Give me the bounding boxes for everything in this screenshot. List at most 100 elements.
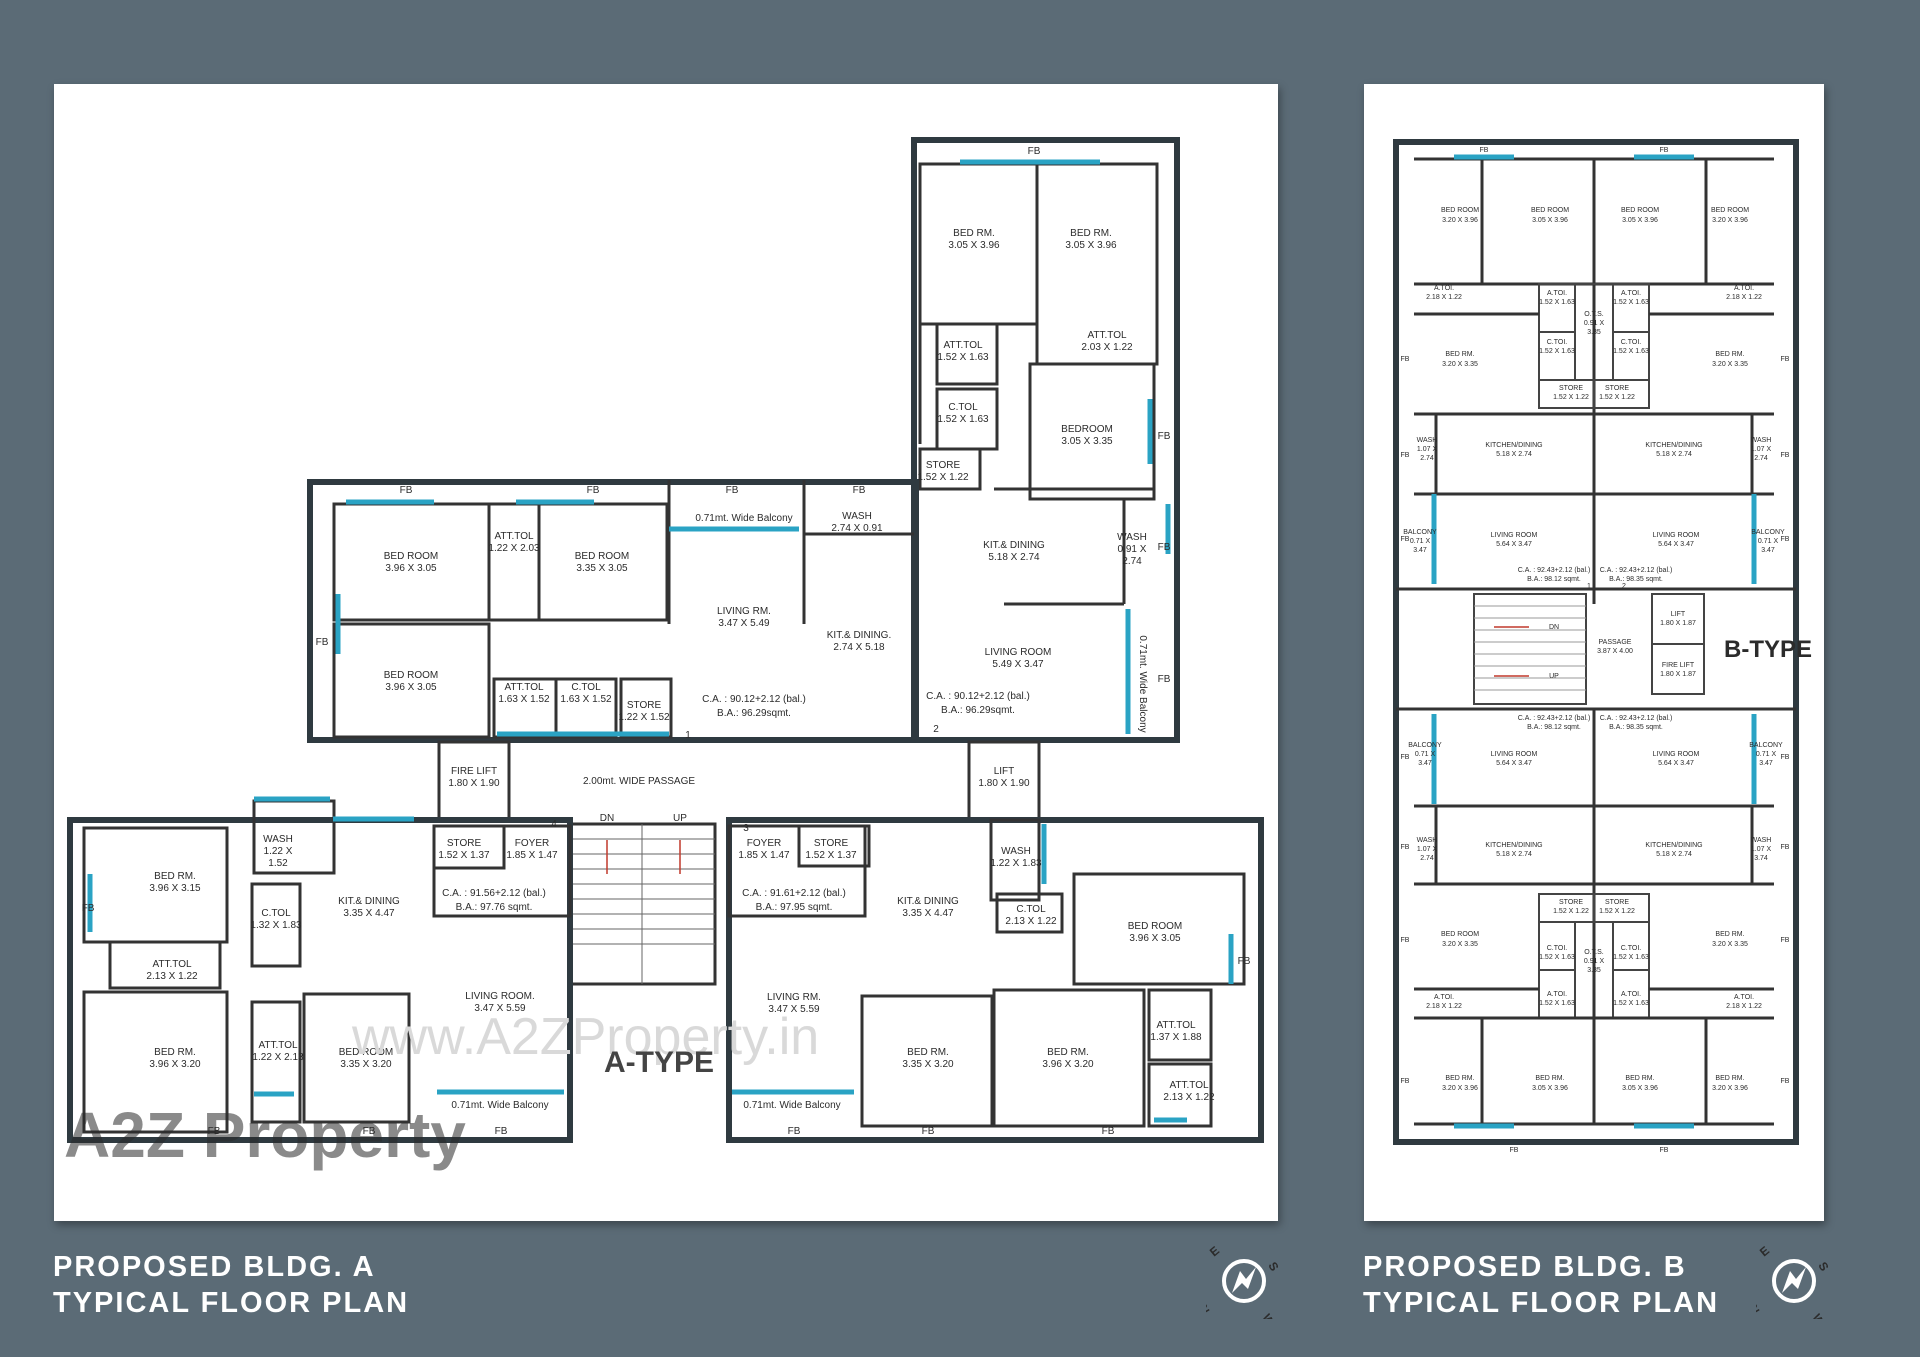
built-area: B.A.: 96.29sqmt. <box>941 705 1015 716</box>
fb-label: FB <box>1158 542 1171 553</box>
down-label: DN <box>1549 624 1559 631</box>
room-name: BED ROOM <box>1531 207 1569 214</box>
room-size: 3.20 X 3.96 <box>1442 217 1478 224</box>
room-name: STORE <box>1605 899 1629 906</box>
room-name: BALCONY <box>1408 742 1442 749</box>
room-name: ATT.TOL <box>152 959 192 970</box>
room-name: BED RM. <box>1715 351 1744 358</box>
room-name: BED ROOM <box>1441 207 1479 214</box>
room-name: BALCONY <box>1751 529 1785 536</box>
building-b-outline <box>1393 139 1799 1145</box>
room-size: 1.22 X 2.13 <box>252 1052 304 1063</box>
room-name: BED ROOM <box>1128 921 1182 932</box>
unit-number: 1 <box>685 730 691 741</box>
room-size: 1.85 X 1.47 <box>506 850 558 861</box>
room-name: BED ROOM <box>384 551 438 562</box>
room-name: BALCONY <box>1749 742 1783 749</box>
room-size: 5.64 X 3.47 <box>1496 760 1532 767</box>
fb-label: FB <box>1480 147 1489 154</box>
room-size: 1.85 X 1.47 <box>738 850 790 861</box>
room-size: 1.63 X 1.52 <box>560 694 612 705</box>
fb-label: FB <box>1781 452 1790 459</box>
lift-shaft <box>1651 593 1705 645</box>
fb-label: FB <box>363 1126 376 1137</box>
room-name: KIT.& DINING <box>897 896 959 907</box>
room-size: 0.91 X <box>1118 544 1147 555</box>
fire-lift-shaft <box>1651 643 1705 695</box>
room-name: BEDROOM <box>1061 424 1113 435</box>
room-name: BED RM. <box>953 228 995 239</box>
room-size: 2.13 X 1.22 <box>1005 916 1057 927</box>
room-name: ATT.TOL <box>1156 1020 1196 1031</box>
room-size: 3.47 <box>1759 760 1773 767</box>
compass-e: E <box>1757 1243 1772 1259</box>
room-size: 3.35 X 3.05 <box>576 563 628 574</box>
room-name: BED ROOM <box>1441 931 1479 938</box>
fb-label: FB <box>1401 452 1410 459</box>
caption-line-1: PROPOSED BLDG. B <box>1363 1251 1687 1283</box>
room-size: 3.05 X 3.96 <box>1532 217 1568 224</box>
room-name: LIFT <box>1671 611 1686 618</box>
unit-number: 2 <box>1622 583 1626 590</box>
room-name: STORE <box>1559 385 1583 392</box>
room-size: 1.80 X 1.90 <box>448 778 500 789</box>
carpet-area: C.A. : 91.61+2.12 (bal.) <box>742 888 846 899</box>
room-size: 3.20 X 3.96 <box>1712 217 1748 224</box>
fb-label: FB <box>1660 147 1669 154</box>
fb-label: FB <box>1781 536 1790 543</box>
room-size: 1.22 X <box>264 846 293 857</box>
compass-w: W <box>1809 1312 1827 1320</box>
room-name: STORE <box>926 460 961 471</box>
room-size: 1.52 X 1.63 <box>1539 348 1575 355</box>
room-name: KIT.& DINING <box>338 896 400 907</box>
room-name: FIRE LIFT <box>451 766 497 777</box>
room-name: BED RM. <box>1070 228 1112 239</box>
room-name: KIT.& DINING. <box>827 630 891 641</box>
room-name: ATT.TOL <box>504 682 544 693</box>
room-size: 3.87 X 4.00 <box>1597 648 1633 655</box>
fb-label: FB <box>82 903 95 914</box>
fb-label: FB <box>1401 937 1410 944</box>
room-name: BED RM. <box>1535 1075 1564 1082</box>
room-size: 1.52 X 1.22 <box>1599 908 1635 915</box>
room-name: ATT.TOL <box>494 531 534 542</box>
fb-label: FB <box>1781 356 1790 363</box>
room-name: ATT.TOL <box>1169 1080 1209 1091</box>
room-size: 3.47 X 5.59 <box>474 1003 526 1014</box>
unit-number: 1 <box>1587 583 1591 590</box>
down-label: DN <box>600 813 614 824</box>
carpet-area: C.A. : 92.43+2.12 (bal.) <box>1600 567 1673 574</box>
room-size: 1.32 X 1.83 <box>250 920 302 931</box>
fb-label: FB <box>587 485 600 496</box>
room-name: KITCHEN/DINING <box>1485 842 1542 849</box>
room-name: LIVING ROOM. <box>465 991 534 1002</box>
up-label: UP <box>673 813 687 824</box>
room-size: 5.18 X 2.74 <box>1496 451 1532 458</box>
room-name: KITCHEN/DINING <box>1645 842 1702 849</box>
room-size: 3.35 X 4.47 <box>902 908 954 919</box>
room-size: 2.03 X 1.22 <box>1081 342 1133 353</box>
room-size: 1.22 X 1.52 <box>618 712 670 723</box>
room-size: 3.35 X 4.47 <box>343 908 395 919</box>
room-name: C.TOI. <box>1547 945 1568 952</box>
room-name: WASH <box>1117 532 1147 543</box>
room-name: STORE <box>814 838 849 849</box>
compass-n: N <box>1206 1302 1213 1317</box>
room-name: LIVING ROOM <box>1653 751 1700 758</box>
room-size: 1.07 X <box>1751 446 1772 453</box>
room-name: O.T.S. <box>1584 949 1604 956</box>
room-name: BED ROOM <box>1711 207 1749 214</box>
fb-label: FB <box>1781 754 1790 761</box>
room-size: 2.74 <box>1754 455 1768 462</box>
room-name: STORE <box>447 838 482 849</box>
fb-label: FB <box>1510 1147 1519 1154</box>
room-name: C.TOL <box>571 682 601 693</box>
room-name: BED RM. <box>1445 351 1474 358</box>
room-name: WASH <box>1751 837 1772 844</box>
room-size: 1.52 <box>268 858 288 869</box>
room-size: 0.71 X <box>1410 538 1431 545</box>
room-size: 0.71 X <box>1415 751 1436 758</box>
room-name: BED RM. <box>1715 931 1744 938</box>
room-name: BED ROOM <box>1621 207 1659 214</box>
room-name: C.TOI. <box>1621 339 1642 346</box>
